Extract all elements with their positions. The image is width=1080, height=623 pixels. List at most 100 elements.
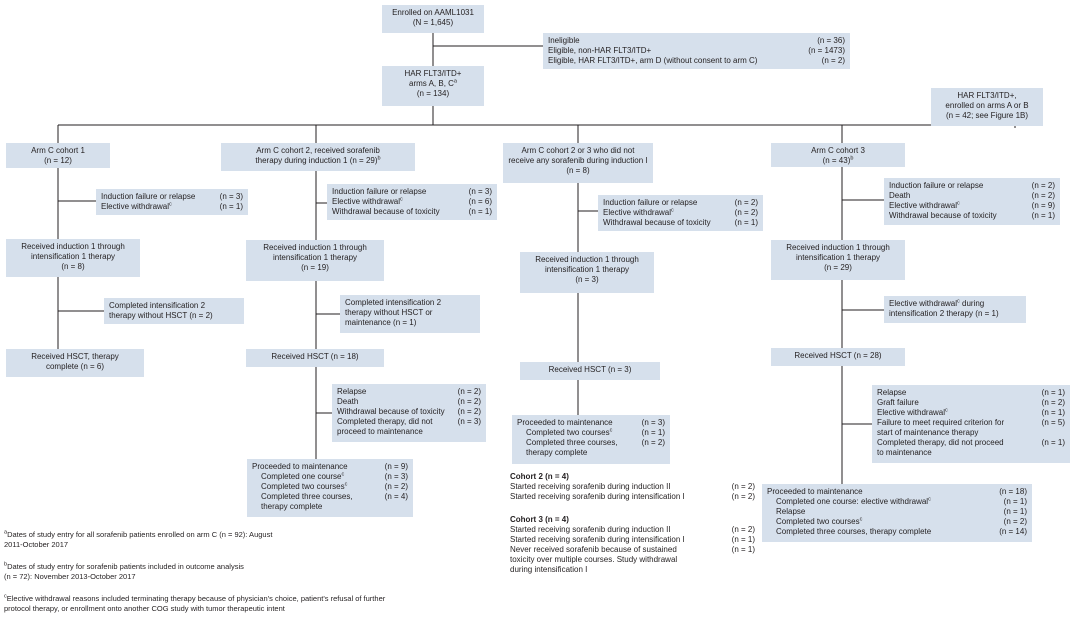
offstudy-row: Elective withdrawalc(n = 6) bbox=[332, 197, 492, 207]
maint-count: (n = 18) bbox=[999, 487, 1027, 496]
offstudy-count: (n = 3) bbox=[457, 417, 481, 426]
step-text: intensification 1 therapy bbox=[795, 253, 881, 262]
offstudy-label: Completed therapy, did not bbox=[337, 417, 433, 426]
har-label: HAR FLT3/ITD+ bbox=[404, 69, 462, 78]
cohort3-maintenance-box: Proceeded to maintenance (n = 18) Complet… bbox=[762, 484, 1032, 542]
offstudy-count: (n = 6) bbox=[468, 197, 492, 206]
cohort23-count: (n = 8) bbox=[566, 166, 590, 175]
footnote-marker: b bbox=[377, 155, 381, 162]
offstudy-text: Elective withdrawalc during bbox=[889, 299, 1021, 309]
offstudy-count: (n = 2) bbox=[1041, 398, 1065, 407]
summary-row: during intensification I bbox=[510, 565, 755, 575]
cohort23-box: Arm C cohort 2 or 3 who did not receive … bbox=[503, 143, 653, 183]
excluded-count: (n = 2) bbox=[821, 56, 845, 65]
har-count: (n = 134) bbox=[416, 89, 450, 98]
step-count: (n = 19) bbox=[301, 263, 329, 272]
summary-row: Started receiving sorafenib during inten… bbox=[510, 535, 755, 545]
summary-count: (n = 2) bbox=[731, 492, 755, 501]
offstudy-row: Completed therapy, did not proceed(n = 1… bbox=[877, 438, 1065, 448]
maint-label-text: Completed two courses bbox=[261, 482, 345, 491]
cohort23-title: Arm C cohort 2 or 3 who did not bbox=[521, 146, 635, 155]
footnote-line: bDates of study entry for sorafenib pati… bbox=[4, 562, 244, 572]
footnote-marker: c bbox=[671, 207, 674, 214]
footnote-marker: c bbox=[4, 593, 7, 600]
excluded-row: Eligible, HAR FLT3/ITD+, arm D (without … bbox=[548, 56, 845, 66]
cohort2-summary: Cohort 2 (n = 4) Started receiving soraf… bbox=[510, 472, 755, 502]
summary-row: Never received sorafenib because of sust… bbox=[510, 545, 755, 555]
step-text: Received HSCT (n = 3) bbox=[548, 365, 632, 374]
summary-row: Started receiving sorafenib during inten… bbox=[510, 492, 755, 502]
offstudy-row: Induction failure or relapse(n = 3) bbox=[101, 192, 243, 202]
cohort1-offstudy-box: Induction failure or relapse(n = 3) Elec… bbox=[96, 189, 248, 215]
maint-label: therapy complete bbox=[261, 502, 323, 511]
offstudy-count: (n = 2) bbox=[734, 208, 758, 217]
har-ab-label: HAR FLT3/ITD+, bbox=[957, 91, 1017, 100]
offstudy-row: Completed therapy, did not (n = 3) bbox=[337, 417, 481, 427]
offstudy-count: (n = 1) bbox=[1041, 388, 1065, 397]
footnote-text: Elective withdrawal reasons included ter… bbox=[6, 594, 386, 603]
enrolled-box: Enrolled on AAML1031 (N = 1,645) bbox=[382, 5, 484, 33]
offstudy-row: Withdrawal because of toxicity(n = 1) bbox=[889, 211, 1055, 221]
cohort23-maintenance-box: Proceeded to maintenance(n = 3) Complete… bbox=[512, 415, 670, 464]
summary-count: (n = 1) bbox=[731, 545, 755, 554]
maint-count: (n = 1) bbox=[1003, 497, 1027, 506]
offstudy-text: intensification 2 therapy (n = 1) bbox=[889, 309, 999, 318]
har-box: HAR FLT3/ITD+ arms A, B, Ca (n = 134) bbox=[382, 66, 484, 106]
offstudy-label: Induction failure or relapse bbox=[101, 192, 196, 201]
maint-label: Proceeded to maintenance bbox=[767, 487, 863, 496]
offstudy-count: (n = 5) bbox=[1041, 418, 1065, 427]
summary-label: Started receiving sorafenib during inten… bbox=[510, 492, 685, 501]
cohort2-maintenance-box: Proceeded to maintenance(n = 9) Complete… bbox=[247, 459, 413, 517]
footnote-marker: c bbox=[609, 427, 613, 434]
step-text: Received induction 1 through bbox=[535, 255, 639, 264]
maint-label-text: Completed two courses bbox=[526, 428, 610, 437]
maint-row: therapy complete bbox=[517, 448, 665, 458]
cohort1-step2-box: Received induction 1 through intensifica… bbox=[6, 239, 140, 277]
offstudy-label: Induction failure or relapse bbox=[332, 187, 427, 196]
maint-row: Relapse(n = 1) bbox=[767, 507, 1027, 517]
offstudy-row: Death(n = 2) bbox=[889, 191, 1055, 201]
offstudy-label-text: Elective withdrawal bbox=[889, 201, 958, 210]
footnote-a: aDates of study entry for all sorafenib … bbox=[4, 530, 272, 550]
excluded-label: Ineligible bbox=[548, 36, 580, 45]
summary-row: Started receiving sorafenib during induc… bbox=[510, 482, 755, 492]
cohort1-box: Arm C cohort 1 (n = 12) bbox=[6, 143, 110, 168]
offstudy-row: Elective withdrawalc(n = 1) bbox=[101, 202, 243, 212]
offstudy-label: start of maintenance therapy bbox=[877, 428, 979, 437]
offstudy-label: Death bbox=[337, 397, 359, 406]
cohort3-step3-box: Received HSCT (n = 28) bbox=[771, 348, 905, 366]
offstudy-row: Failure to meet required criterion for(n… bbox=[877, 418, 1065, 428]
cohort1-title: Arm C cohort 1 bbox=[31, 146, 85, 155]
maint-row: Completed two coursesc(n = 2) bbox=[767, 517, 1027, 527]
footnote-marker: c bbox=[957, 298, 960, 305]
har-ab-arms: enrolled on arms A or B bbox=[945, 101, 1029, 110]
step-text: Received HSCT (n = 18) bbox=[271, 352, 359, 361]
maint-label-text: Completed one course bbox=[261, 472, 342, 481]
maint-count: (n = 3) bbox=[384, 472, 408, 481]
cohort3-step2-box: Received induction 1 through intensifica… bbox=[771, 240, 905, 280]
offstudy-row: Elective withdrawalc (n = 2) bbox=[603, 208, 758, 218]
cohort3-offstudy2-box: Elective withdrawalc during intensificat… bbox=[884, 296, 1026, 323]
summary-row: Started receiving sorafenib during induc… bbox=[510, 525, 755, 535]
offstudy-row: proceed to maintenance bbox=[337, 427, 481, 437]
offstudy-label: Elective withdrawalc bbox=[603, 208, 674, 218]
cohort2-offstudy3-box: Relapse(n = 2) Death(n = 2) Withdrawal b… bbox=[332, 384, 486, 442]
offstudy-text: Completed intensification 2 bbox=[345, 298, 442, 307]
offstudy-label-text: Elective withdrawal bbox=[332, 197, 401, 206]
maint-label: therapy complete bbox=[526, 448, 588, 457]
offstudy-text: therapy without HSCT (n = 2) bbox=[109, 311, 213, 320]
maint-row: Completed three courses,(n = 2) bbox=[517, 438, 665, 448]
maint-row: Completed three courses,(n = 4) bbox=[252, 492, 408, 502]
step-text: complete (n = 6) bbox=[45, 362, 105, 371]
offstudy-text: therapy without HSCT or bbox=[345, 308, 433, 317]
offstudy-label: Relapse bbox=[337, 387, 367, 396]
offstudy-label: Induction failure or relapse bbox=[889, 181, 984, 190]
cohort23-title: receive any sorafenib during induction I bbox=[508, 156, 648, 165]
offstudy-row: Relapse(n = 2) bbox=[337, 387, 481, 397]
step-text: Received HSCT, therapy bbox=[31, 352, 119, 361]
cohort23-step3-box: Received HSCT (n = 3) bbox=[520, 362, 660, 380]
footnote-text: Dates of study entry for sorafenib patie… bbox=[7, 562, 244, 571]
offstudy-count: (n = 2) bbox=[734, 198, 758, 207]
cohort3-summary: Cohort 3 (n = 4) Started receiving soraf… bbox=[510, 515, 755, 575]
offstudy-row: Elective withdrawalc(n = 1) bbox=[877, 408, 1065, 418]
